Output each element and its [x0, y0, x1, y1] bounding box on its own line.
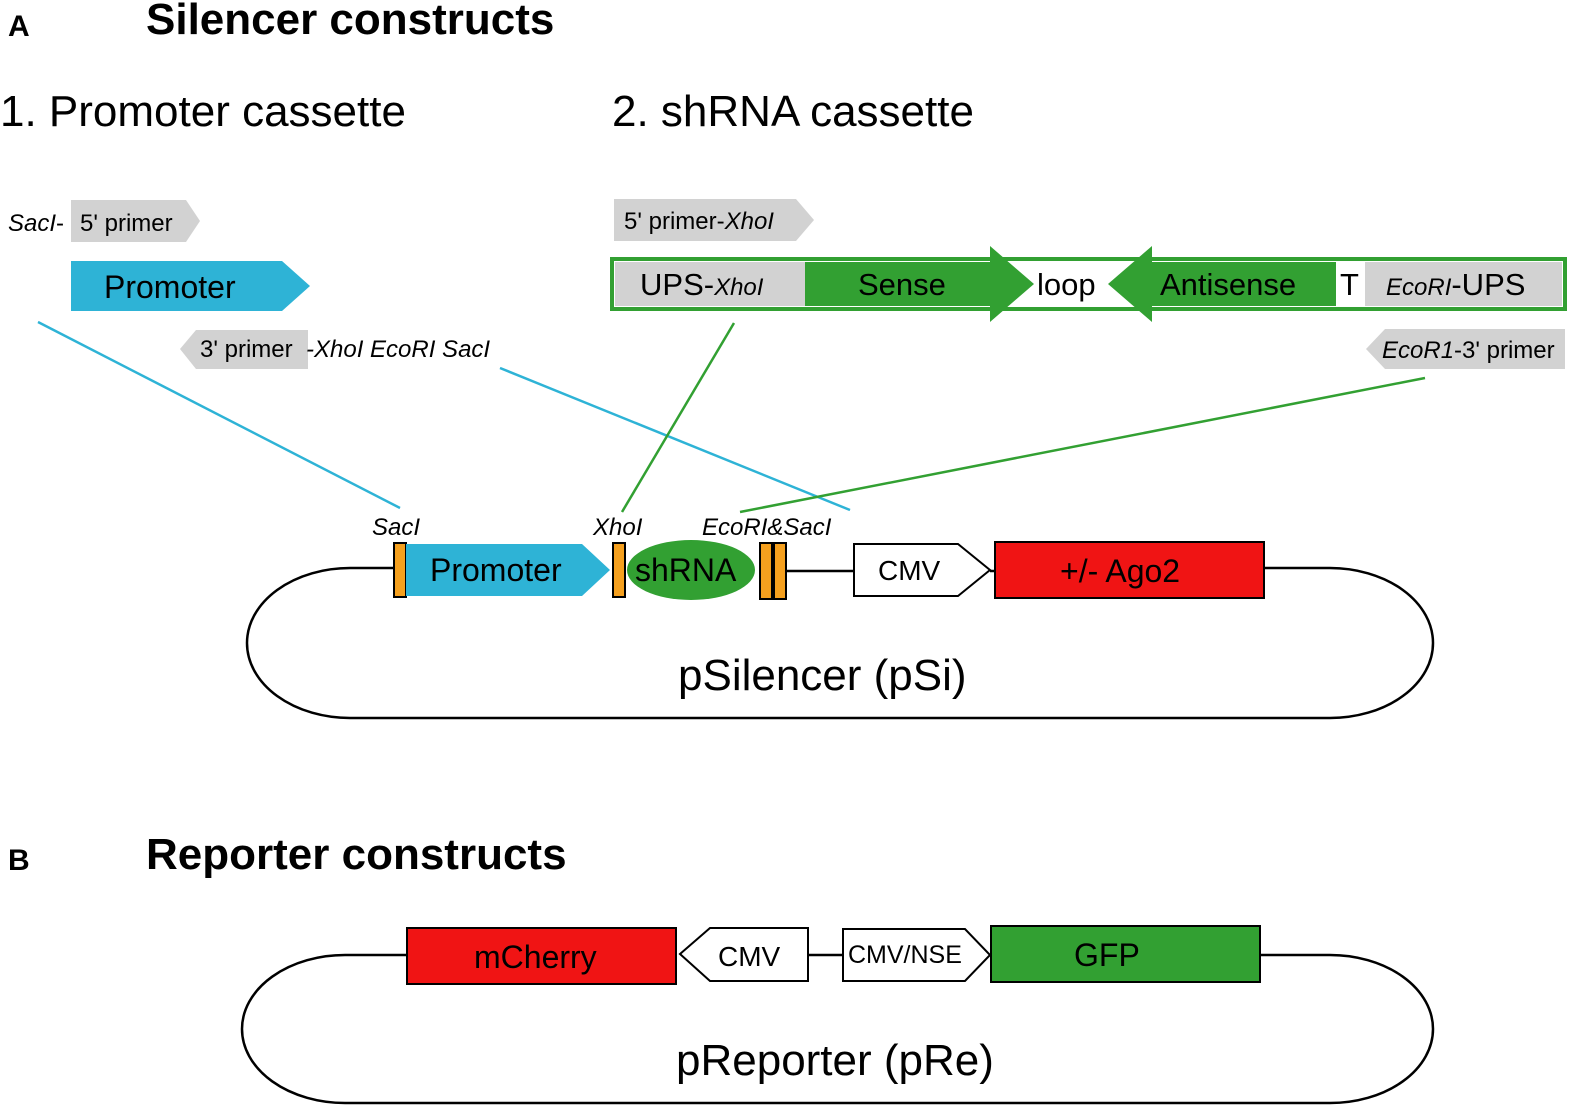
preporter-name: pReporter (pRe) — [676, 1036, 994, 1085]
panel-b-title: Reporter constructs — [146, 830, 567, 879]
ups-left-site: XhoI — [713, 274, 764, 301]
psi-promoter-label: Promoter — [430, 552, 562, 588]
psi-shrna-ellipse — [627, 540, 755, 600]
psi-promoter-arrow — [406, 544, 610, 596]
promoter-3-primer: 3' primer -XhoI EcoRI SacI — [180, 330, 490, 369]
preporter-plasmid: mCherry CMV CMV/NSE GFP pReporter (pRe) — [240, 925, 1435, 1105]
cmv-nse-promoter — [842, 928, 992, 982]
promoter-cassette-arrow: Promoter — [71, 261, 310, 311]
gfp-label: GFP — [1074, 937, 1140, 973]
promoter-3-primer-sites: -XhoI EcoRI SacI — [306, 336, 490, 363]
ecor1-site-label: EcoR1 — [1382, 337, 1454, 364]
shrna-cassette-bar: UPS-XhoI Sense loop Antisense T EcoRI-UP… — [610, 246, 1567, 322]
pre-cmv-promoter — [678, 927, 809, 982]
ups-right-site: EcoRI — [1386, 274, 1452, 301]
mcherry-label: mCherry — [474, 939, 597, 975]
psi-cmv-label: CMV — [878, 555, 941, 586]
xhoi-connector-line — [620, 322, 736, 513]
svg-text:EcoRI-UPS: EcoRI-UPS — [1386, 267, 1525, 302]
psi-cmv-promoter — [853, 543, 992, 597]
ecori-connector-line — [739, 376, 1426, 514]
promoter-5-primer-label: 5' primer — [80, 210, 173, 237]
promoter-3-primer-label: 3' primer — [200, 336, 293, 363]
xhoi-site-marker — [612, 542, 626, 598]
panel-b-letter: B — [8, 844, 30, 877]
ecori-site-marker — [759, 542, 773, 600]
promoter-5-primer: SacI- 5' primer — [8, 200, 200, 242]
svg-text:UPS-XhoI: UPS-XhoI — [640, 267, 764, 302]
psilencer-name: pSilencer (pSi) — [678, 651, 967, 700]
antisense-label: Antisense — [1160, 267, 1296, 302]
ups-left-text: UPS- — [640, 267, 714, 302]
saci-3-site-marker — [773, 542, 787, 600]
shrna-5-primer-label: 5' primer- — [624, 208, 725, 235]
psilencer-plasmid: SacI XhoI EcoRI&SacI Promoter shRNA CMV … — [245, 514, 1435, 720]
svg-text:EcoR1-3' primer: EcoR1-3' primer — [1382, 337, 1555, 364]
sense-label: Sense — [858, 267, 946, 302]
antisense-arrow — [1108, 246, 1336, 322]
shrna-3-primer: EcoR1-3' primer — [1366, 329, 1565, 369]
saci-connector-line — [37, 320, 401, 510]
cmv-nse-label: CMV/NSE — [848, 941, 962, 969]
saci-3-connector-line — [499, 366, 851, 512]
ups-right-segment — [1365, 262, 1562, 306]
promoter-cassette-label: Promoter — [104, 269, 236, 305]
svg-text:5' primer-XhoI: 5' primer-XhoI — [624, 208, 774, 235]
xhoi-site-label: XhoI — [724, 208, 775, 235]
sense-arrow — [805, 246, 1034, 322]
ago2-box — [994, 541, 1265, 599]
shrna-5-primer: 5' primer-XhoI — [614, 199, 814, 241]
loop-label: loop — [1037, 267, 1096, 302]
psi-shrna-label: shRNA — [635, 552, 737, 588]
saci-site-label: SacI — [8, 210, 56, 237]
psi-saci-label: SacI — [372, 514, 420, 541]
promoter-cassette-heading: 1. Promoter cassette — [0, 87, 406, 136]
psi-ecori-saci-label: EcoRI&SacI — [702, 514, 832, 541]
t-label: T — [1340, 267, 1359, 302]
mcherry-box — [406, 927, 677, 985]
ups-left-segment — [615, 262, 805, 306]
shrna-3-primer-label: -3' primer — [1454, 337, 1555, 364]
primer-separator: - — [56, 210, 64, 237]
panel-a-title: Silencer constructs — [146, 0, 554, 44]
ago2-label: +/- Ago2 — [1060, 553, 1180, 589]
gfp-box — [990, 925, 1261, 983]
shrna-cassette-heading: 2. shRNA cassette — [612, 87, 974, 136]
psi-xhoi-label: XhoI — [592, 514, 643, 541]
ups-right-text: -UPS — [1451, 267, 1525, 302]
svg-text:SacI-: SacI- — [8, 210, 64, 237]
pre-cmv-label: CMV — [718, 941, 781, 972]
panel-a-letter: A — [8, 10, 30, 43]
saci-site-marker — [393, 542, 407, 598]
